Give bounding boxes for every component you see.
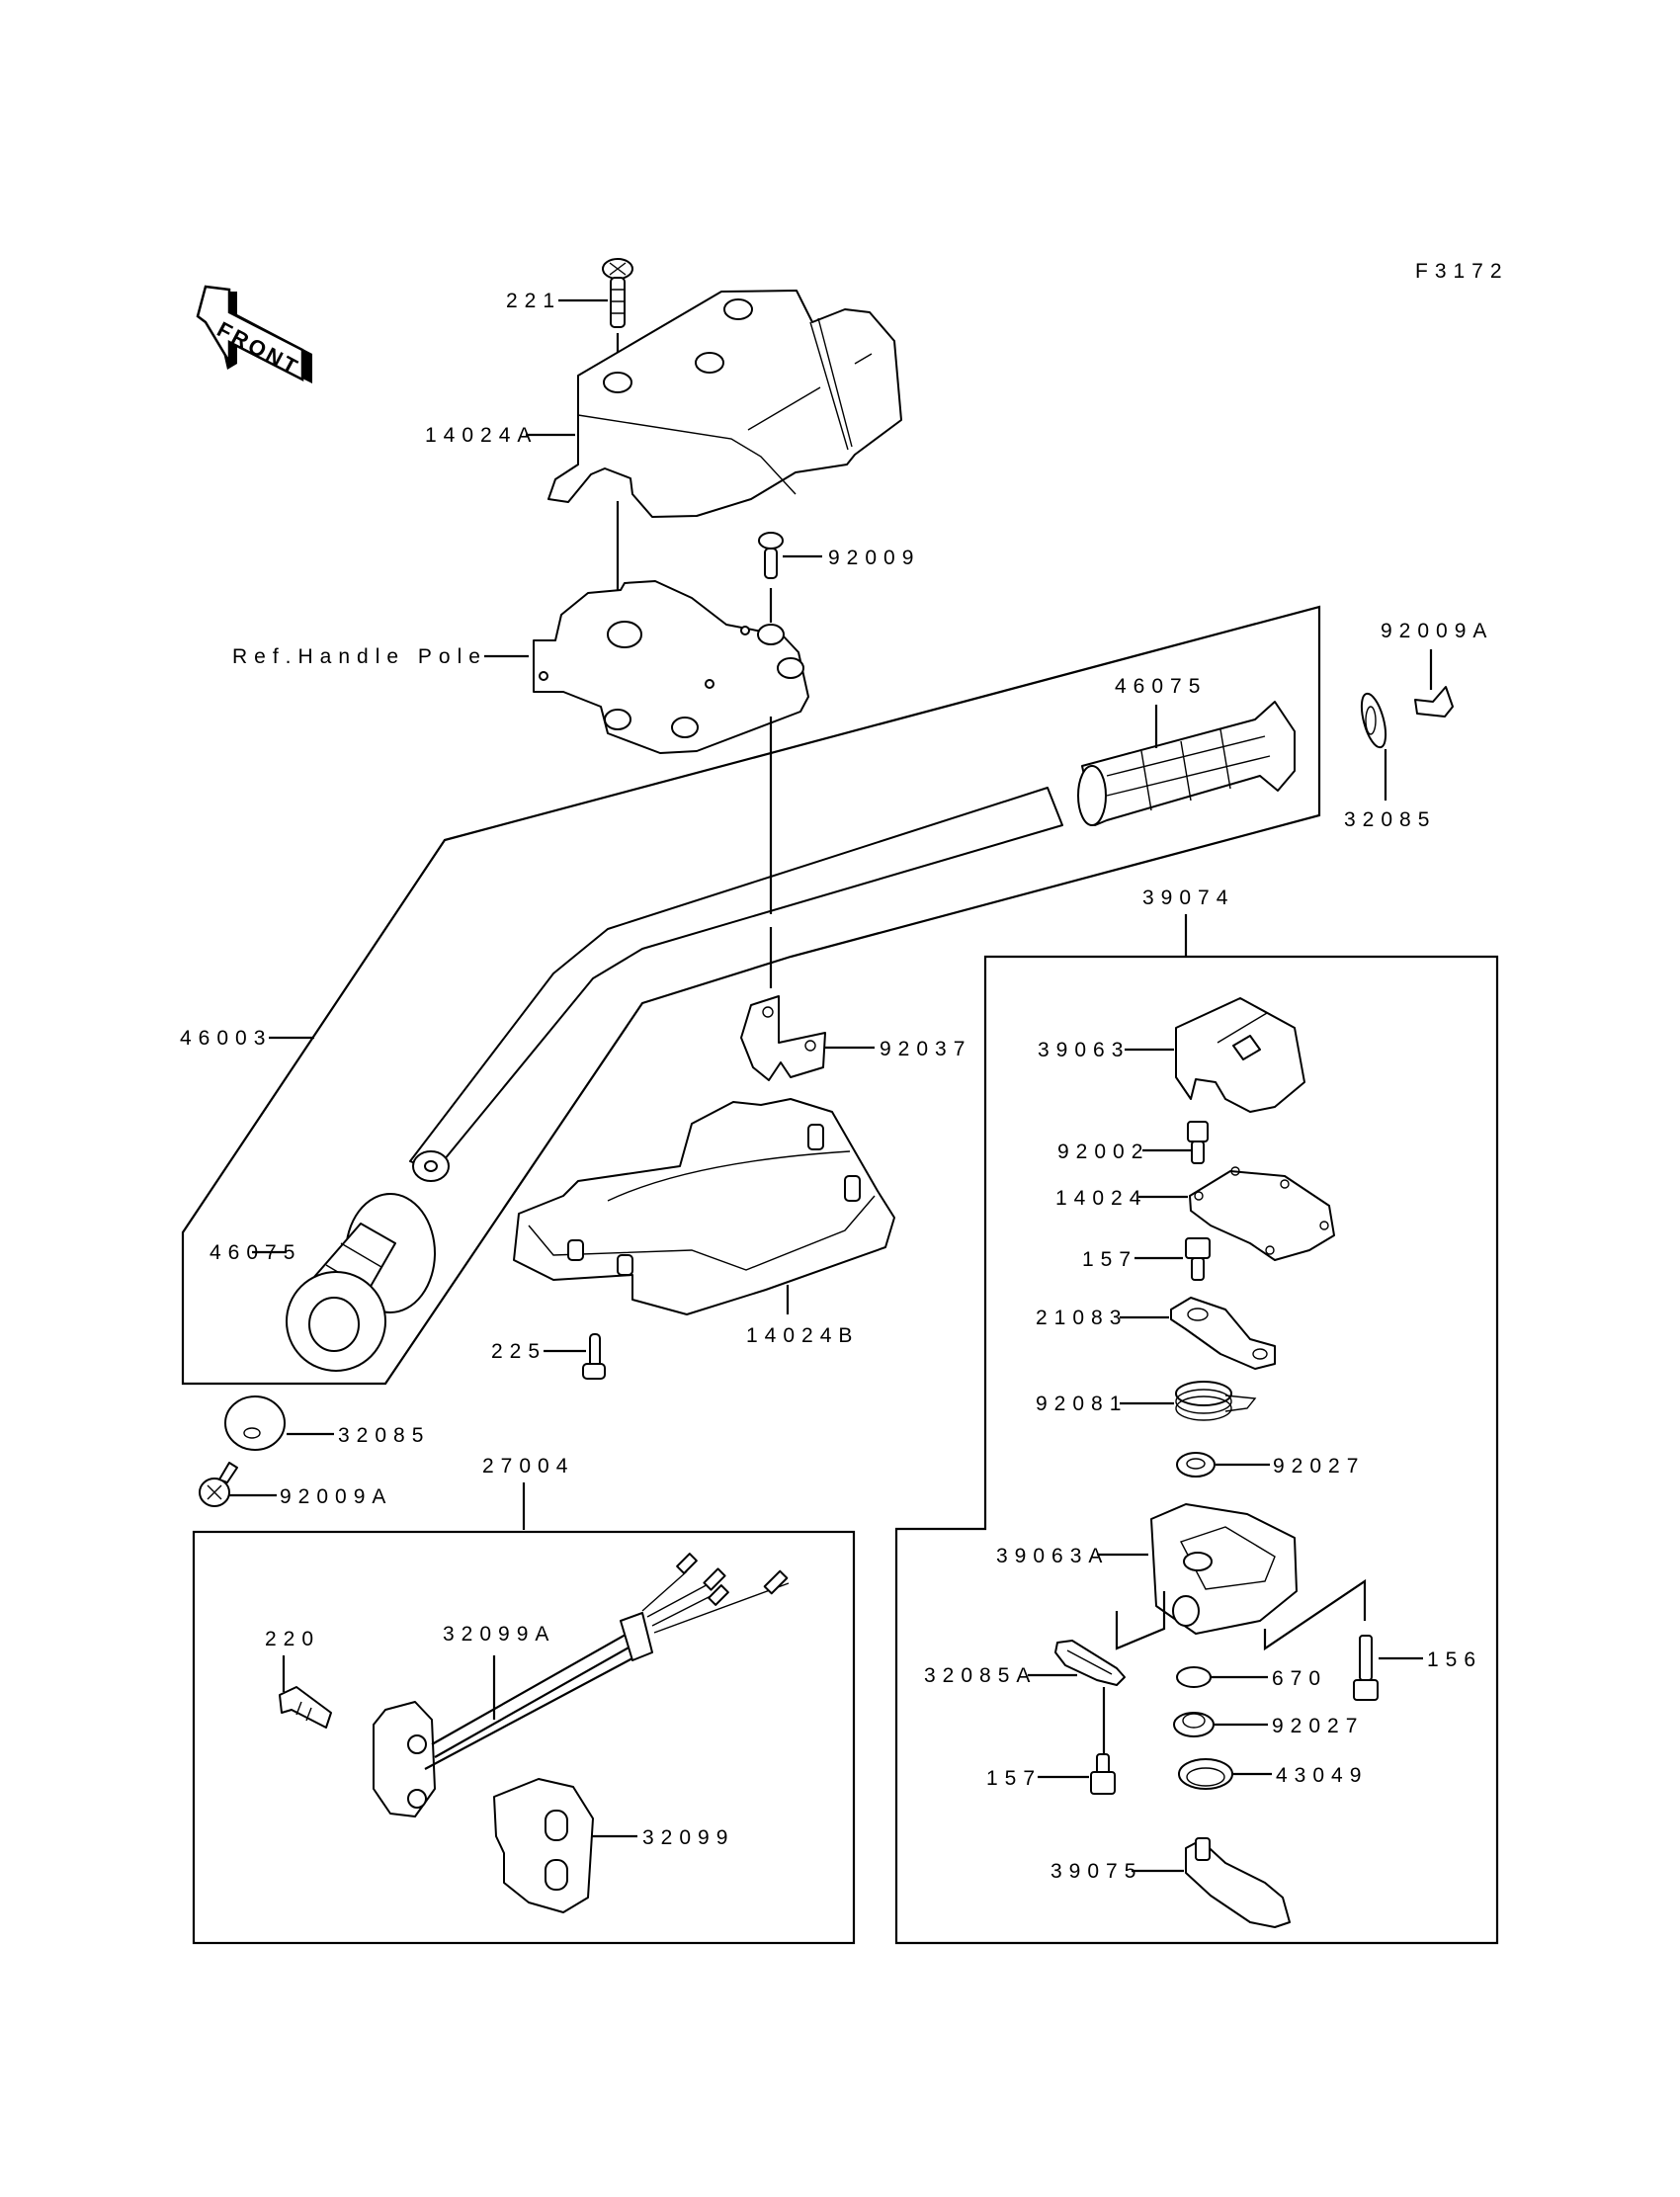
front-arrow-icon: FRONT — [196, 285, 312, 383]
label-27004: 27004 — [482, 1455, 574, 1478]
label-14024A: 14024A — [425, 424, 538, 447]
throttle-housing-39063A — [1115, 1503, 1367, 1651]
label-32099: 32099 — [642, 1826, 734, 1849]
label-46075-right: 46075 — [1115, 675, 1207, 698]
label-39063: 39063 — [1038, 1039, 1130, 1061]
bolt-92002 — [1187, 1121, 1209, 1164]
group-outline-46003 — [181, 605, 1321, 1386]
label-92009A-top: 92009A — [1381, 620, 1493, 642]
label-157-bottom: 157 — [986, 1767, 1042, 1790]
label-92009A-bottom: 92009A — [280, 1485, 392, 1508]
cover-14024B — [513, 1098, 895, 1315]
label-43049: 43049 — [1276, 1764, 1368, 1787]
label-14024B: 14024B — [746, 1324, 859, 1347]
gasket-14024 — [1189, 1166, 1335, 1261]
label-92027-top: 92027 — [1273, 1455, 1365, 1478]
screw-92009A-top — [1414, 649, 1454, 718]
label-39074: 39074 — [1142, 887, 1234, 909]
label-670: 670 — [1272, 1667, 1327, 1690]
label-220: 220 — [265, 1628, 320, 1650]
screw-92009A-bottom — [199, 1462, 238, 1507]
label-39063A: 39063A — [996, 1545, 1109, 1567]
label-46075-left: 46075 — [210, 1241, 301, 1264]
label-225: 225 — [491, 1340, 546, 1363]
washer-92027-bottom — [1173, 1712, 1215, 1737]
handle-pole-plate — [533, 580, 809, 850]
label-92037: 92037 — [880, 1038, 971, 1060]
label-14024: 14024 — [1055, 1187, 1147, 1210]
label-ref-handle-pole: Ref.Handle Pole — [232, 645, 487, 668]
label-21083: 21083 — [1036, 1307, 1128, 1329]
label-32085A: 32085A — [924, 1664, 1037, 1687]
label-39075: 39075 — [1050, 1860, 1142, 1883]
label-92002: 92002 — [1057, 1141, 1149, 1163]
bolt-156 — [1353, 1635, 1379, 1701]
label-221: 221 — [506, 290, 561, 312]
figure-code: F3172 — [1415, 260, 1509, 283]
bolt-220 — [279, 1655, 332, 1729]
cover-14024A — [547, 290, 902, 712]
switch-32099A — [373, 1553, 790, 1817]
grip-46075-right — [1077, 701, 1296, 826]
handlebar-tube — [409, 787, 1063, 1182]
clamp-92037 — [740, 995, 826, 1081]
washer-92027-top — [1176, 1452, 1216, 1478]
throttle-cover-39063 — [1175, 997, 1305, 1113]
bolt-157-top — [1185, 1237, 1211, 1281]
label-92027-bottom: 92027 — [1272, 1715, 1364, 1737]
screw-92009 — [758, 532, 784, 623]
throttle-lever-39075 — [1185, 1837, 1291, 1928]
washer-32085-bottom — [224, 1395, 286, 1451]
washer-32085-top — [1360, 692, 1387, 801]
label-32085-top: 32085 — [1344, 808, 1436, 831]
label-92009: 92009 — [828, 547, 920, 569]
plate-32085A — [1054, 1640, 1126, 1754]
label-32085-bottom: 32085 — [338, 1424, 430, 1447]
spring-92081 — [1175, 1381, 1257, 1421]
label-156: 156 — [1427, 1648, 1482, 1671]
label-46003: 46003 — [180, 1027, 272, 1050]
grip-46075-left — [286, 1193, 436, 1372]
label-32099A: 32099A — [443, 1623, 555, 1646]
screw-225 — [582, 1333, 606, 1380]
screw-221 — [602, 258, 633, 371]
seal-43049 — [1178, 1758, 1233, 1790]
group-box-39074 — [894, 955, 1499, 1945]
label-157-top: 157 — [1082, 1248, 1137, 1271]
o-ring-670 — [1176, 1666, 1212, 1688]
label-92081: 92081 — [1036, 1393, 1128, 1415]
bolt-157-bottom — [1090, 1753, 1116, 1795]
group-box-27004 — [192, 1530, 856, 1945]
switch-32099 — [493, 1778, 594, 1913]
lever-21083 — [1170, 1297, 1276, 1370]
